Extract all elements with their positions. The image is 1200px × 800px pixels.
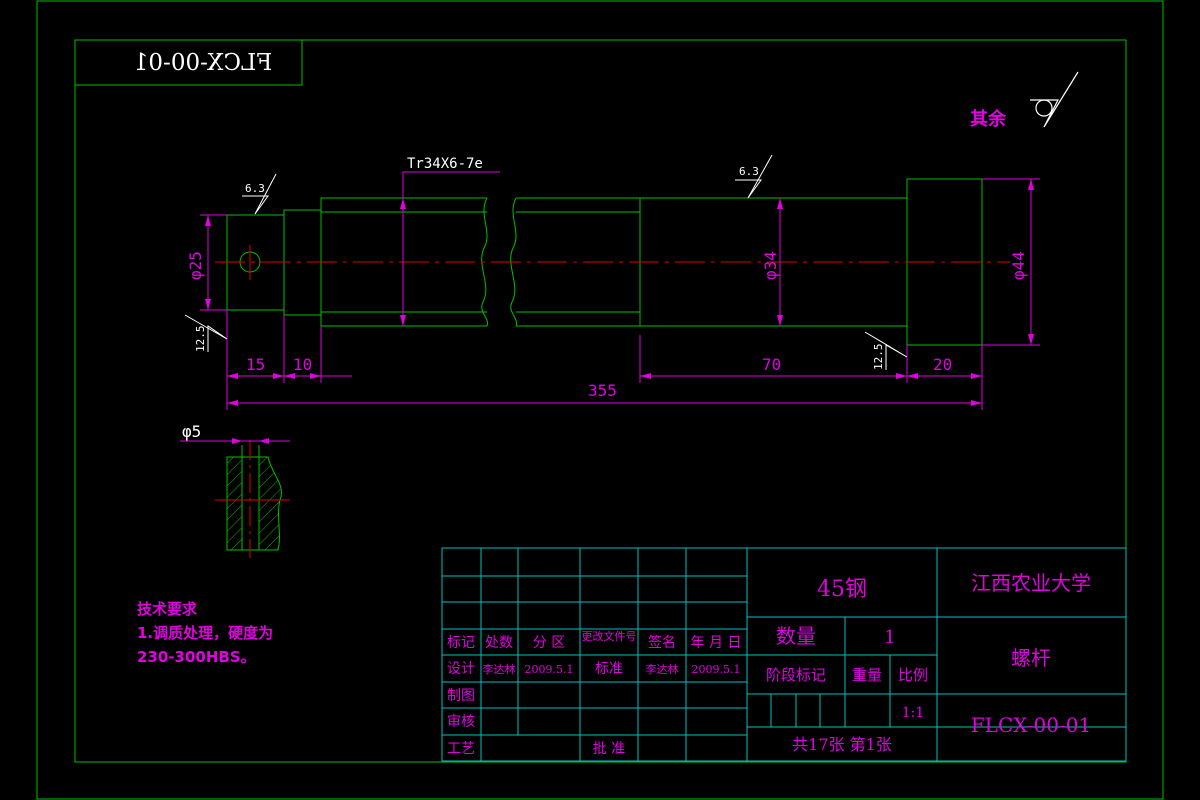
- roughness-rest-symbol: 其余: [970, 71, 1079, 130]
- dim-d25: φ25: [186, 251, 205, 280]
- roughness-symbol-3: 12.5: [184, 314, 228, 353]
- quantity-value: 1: [884, 627, 895, 648]
- standard-date: 2009.5.1: [692, 663, 741, 676]
- scale-label: 比例: [898, 666, 928, 684]
- roughness-rest-label: 其余: [970, 108, 1007, 130]
- part-name: 螺杆: [1011, 646, 1051, 670]
- dim-d34: φ34: [761, 251, 780, 280]
- dim-l70: 70: [762, 355, 781, 374]
- designer: 李达林: [483, 662, 516, 676]
- inner-border: [74, 39, 1127, 763]
- dim-d5: φ5: [182, 422, 201, 441]
- thread-spec: Tr34X6-7e: [407, 156, 483, 172]
- dim-l355: 355: [588, 381, 617, 400]
- title-block-text: 45钢 江西农业大学 数量 1 螺杆 阶段标记 重量 比例 1:1 FLCX-0…: [447, 571, 1091, 757]
- design-date: 2009.5.1: [525, 663, 574, 676]
- svg-text:12.5: 12.5: [872, 344, 885, 371]
- weight-label: 重量: [852, 666, 882, 684]
- check-label: 审核: [447, 714, 475, 730]
- rev-header-0: 标记: [447, 635, 475, 651]
- title-block: [441, 547, 1127, 762]
- stage-label: 阶段标记: [766, 666, 826, 684]
- rev-header-5: 年 月 日: [691, 635, 742, 651]
- mirrored-number-box: FLCX-00-01: [74, 39, 303, 86]
- sheets: 共17张 第1张: [792, 735, 892, 754]
- svg-text:6.3: 6.3: [739, 165, 759, 178]
- rev-header-1: 处数: [485, 635, 513, 651]
- outer-border: [36, 0, 1164, 800]
- standard-person: 李达林: [646, 662, 679, 676]
- rev-header-4: 签名: [648, 634, 676, 651]
- tech-line1: 1.调质处理，硬度为: [137, 624, 273, 642]
- material: 45钢: [817, 577, 867, 602]
- design-label: 设计: [447, 661, 475, 677]
- scale-value: 1:1: [902, 705, 925, 721]
- dimension-lines: [200, 171, 1040, 410]
- roughness-symbol-1: 6.3: [242, 173, 277, 215]
- drawing-number: FLCX-00-01: [971, 713, 1091, 737]
- dimension-arrows: [205, 179, 1034, 406]
- section-view: φ5: [180, 422, 290, 558]
- dim-l20: 20: [933, 355, 952, 374]
- quantity-label: 数量: [776, 624, 816, 648]
- approve-label: 批 准: [593, 741, 625, 757]
- dim-l15: 15: [246, 355, 265, 374]
- dim-d44: φ44: [1009, 251, 1028, 280]
- svg-text:6.3: 6.3: [245, 182, 265, 195]
- dim-l10: 10: [293, 355, 312, 374]
- tech-line2: 230-300HBS。: [137, 648, 256, 666]
- standard-label: 标准: [595, 661, 623, 677]
- process-label: 工艺: [447, 741, 475, 757]
- svg-text:12.5: 12.5: [194, 326, 207, 353]
- rev-header-3: 更改文件号: [582, 629, 637, 643]
- mirrored-drawing-number: FLCX-00-01: [134, 50, 272, 76]
- tech-title: 技术要求: [137, 600, 198, 618]
- university: 江西农业大学: [971, 571, 1091, 595]
- roughness-symbol-4: 12.5: [864, 331, 908, 371]
- roughness-symbol-2: 6.3: [735, 154, 773, 199]
- tech-requirements: 技术要求 1.调质处理，硬度为 230-300HBS。: [137, 600, 273, 666]
- rev-header-2: 分 区: [533, 635, 565, 651]
- draw-label: 制图: [447, 688, 475, 704]
